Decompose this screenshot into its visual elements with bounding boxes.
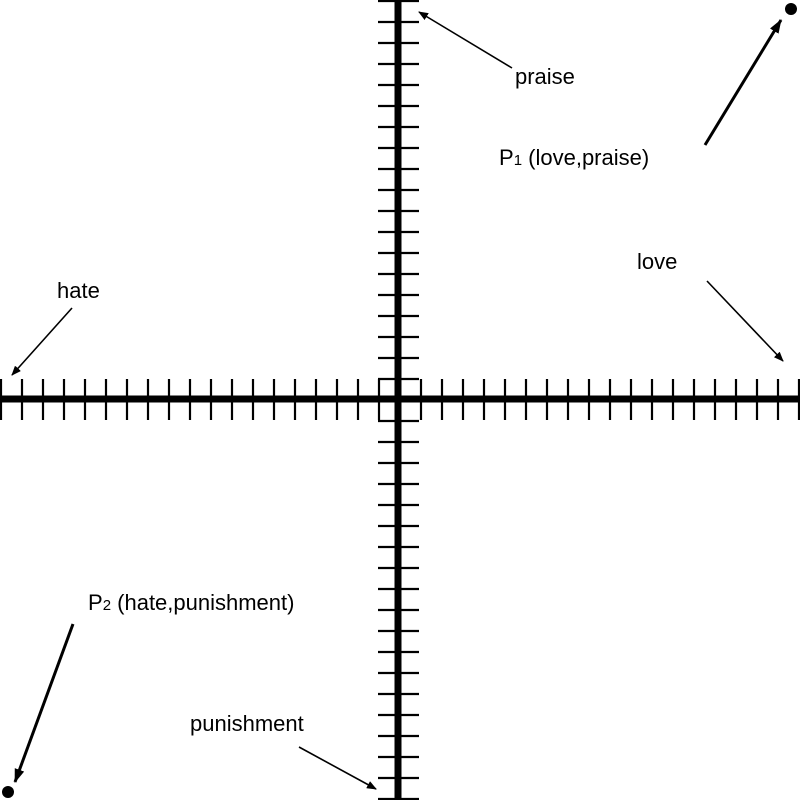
punishment-label: punishment xyxy=(190,711,304,736)
p2-arrow xyxy=(13,623,75,783)
p2-point xyxy=(2,786,14,798)
p2-coords: (hate,punishment) xyxy=(111,590,295,615)
p2-label: P2 (hate,punishment) xyxy=(88,592,294,614)
punishment-arrow xyxy=(298,746,377,790)
praise-arrow xyxy=(418,11,513,69)
p1-name: P xyxy=(499,145,514,170)
p1-coords: (love,praise) xyxy=(522,145,650,170)
love-arrow xyxy=(706,280,784,362)
hate-arrow xyxy=(11,307,73,376)
p2-subscript: 2 xyxy=(102,597,112,614)
love-label: love xyxy=(637,249,678,274)
hate-label: hate xyxy=(57,278,100,303)
praise-label: praise xyxy=(515,64,575,89)
p1-subscript: 1 xyxy=(513,152,523,169)
p1-point xyxy=(785,3,797,15)
p2-name: P xyxy=(88,590,103,615)
p1-arrow xyxy=(703,19,783,146)
p1-label: P1 (love,praise) xyxy=(499,147,649,169)
